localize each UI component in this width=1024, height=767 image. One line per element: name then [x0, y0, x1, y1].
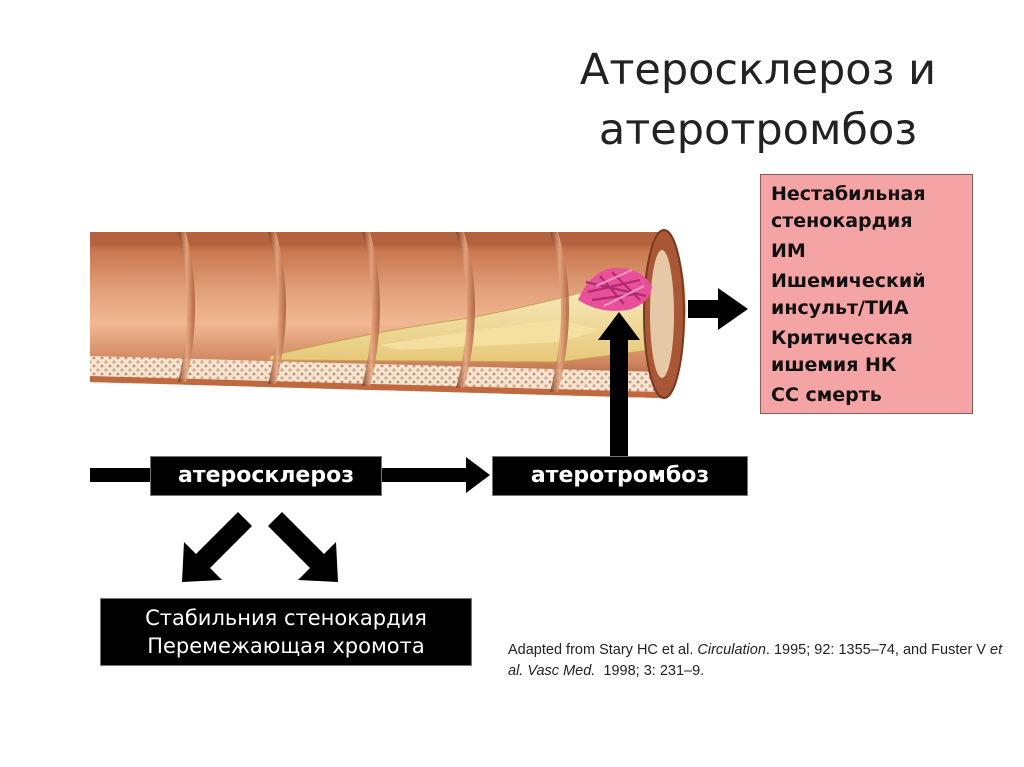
artery-illustration	[90, 229, 686, 399]
artery-bottom-layer	[90, 356, 660, 398]
outcome-critical-limb-ischemia: Критическая ишемия НК	[771, 327, 913, 376]
citation-part-3: 1998; 3: 231–9.	[595, 663, 705, 679]
arrow-stage-progression	[382, 457, 490, 493]
thrombus	[578, 267, 652, 311]
outcomes-box: Нестабильная стенокардия ИМ Ишемический …	[760, 174, 973, 414]
outcome-cv-death: СС смерть	[771, 384, 882, 406]
arrow-down-left	[182, 512, 252, 582]
artery-segments	[178, 232, 569, 392]
outcome-unstable-angina: Нестабильная стенокардия	[771, 183, 926, 232]
citation: Adapted from Stary HC et al. Circulation…	[508, 640, 1008, 682]
artery-top-band	[90, 232, 665, 246]
slide-title: Атеросклероз и атеротромбоз	[548, 40, 968, 160]
citation-journal-1: Circulation	[697, 642, 766, 658]
arrow-up-to-thrombus	[598, 312, 640, 456]
outcome-stroke-tia: Ишемический инсульт/ТИА	[771, 270, 926, 319]
outcome-mi: ИМ	[771, 240, 806, 262]
intermittent-claudication-text: Перемежающая хромота	[147, 634, 425, 658]
citation-part-1: Adapted from Stary HC et al.	[508, 642, 698, 658]
arrow-down-right	[268, 512, 338, 582]
title-line-1: Атеросклероз и	[579, 45, 937, 95]
stage-atherothrombosis-label: атеротромбоз	[492, 456, 748, 496]
stable-angina-text: Стабильния стенокардия	[145, 606, 427, 630]
citation-part-2: . 1995; 92: 1355–74, and Fuster V	[765, 642, 990, 658]
stage-atherosclerosis-label: атеросклероз	[150, 456, 382, 496]
citation-journal-2: Vasc Med.	[527, 663, 596, 679]
timeline-lead-line	[90, 468, 152, 482]
stable-conditions-box: Стабильния стенокардия Перемежающая хром…	[100, 598, 472, 666]
arrow-to-outcomes	[688, 288, 748, 330]
title-line-2: атеротромбоз	[598, 105, 918, 155]
citation-etal: et al.	[508, 642, 1003, 679]
